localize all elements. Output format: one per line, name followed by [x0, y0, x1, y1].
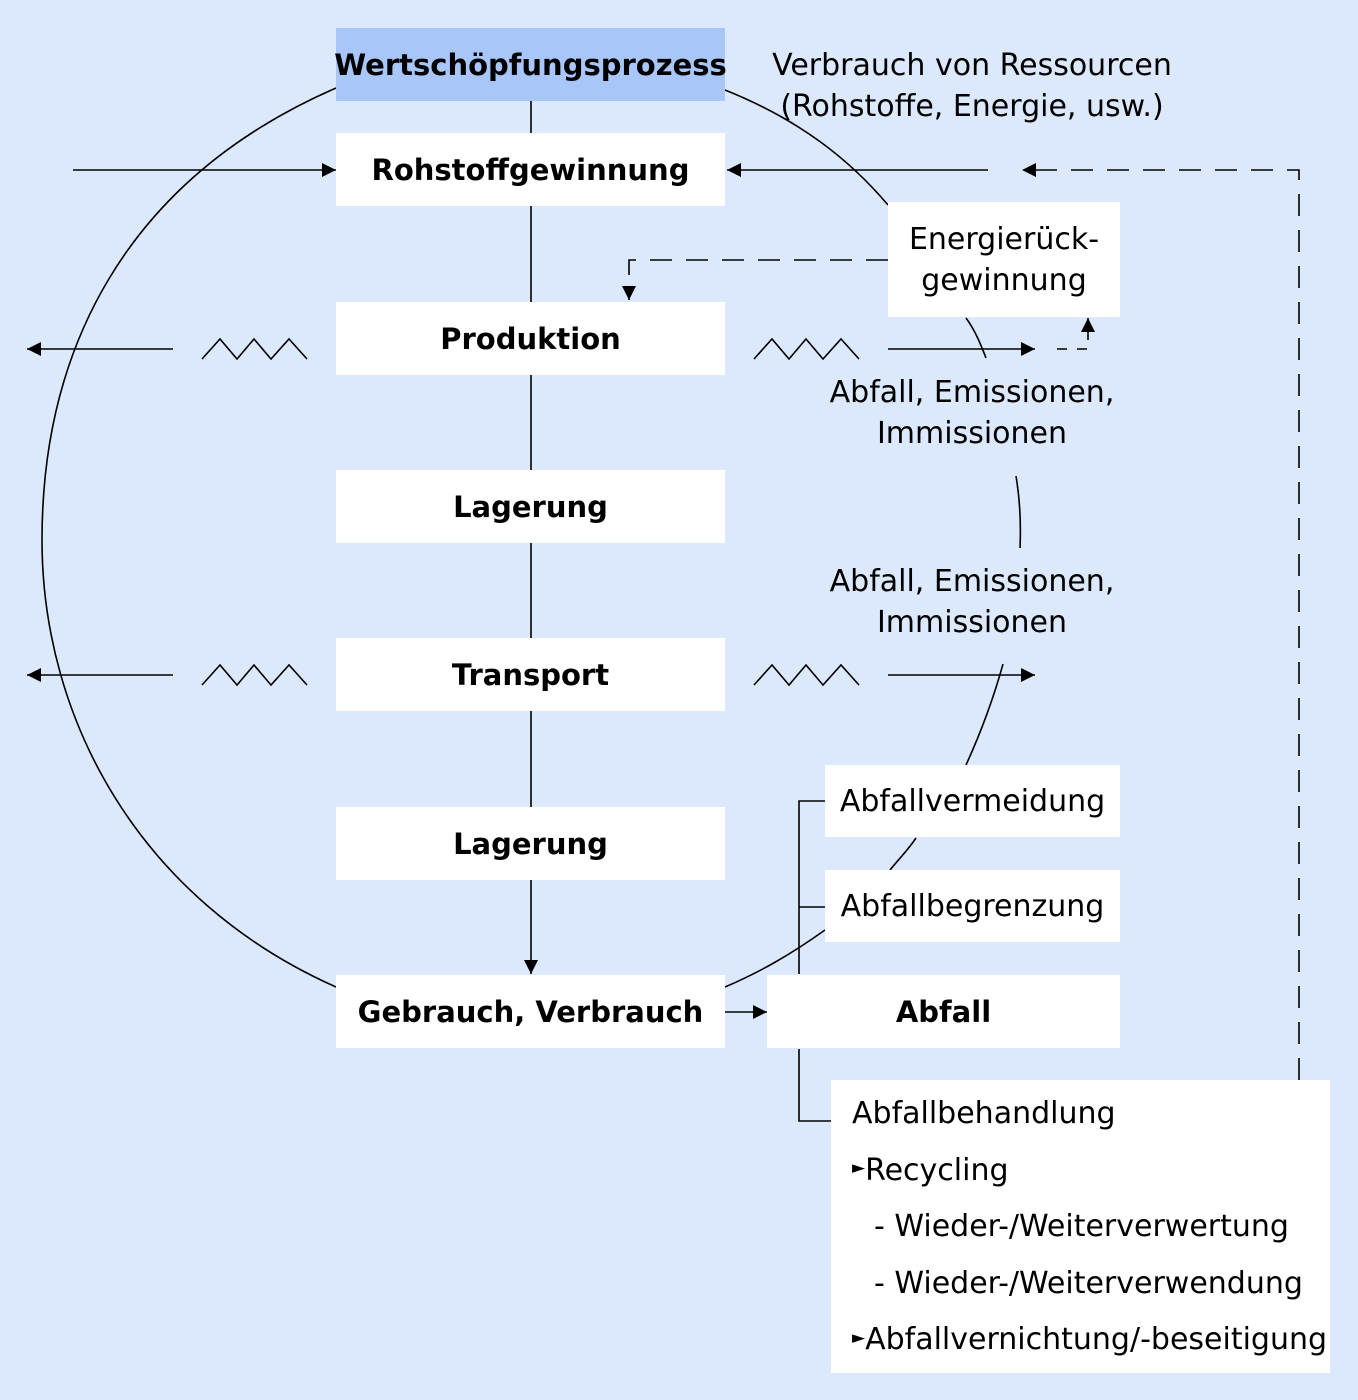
waste-treatment-recycling: ►Recycling — [852, 1149, 1330, 1206]
cycle-arc-right-3 — [965, 663, 1004, 766]
waste-avoidance-box: Abfallvermeidung — [825, 765, 1120, 837]
emissions-label-2-line1: Abfall, Emissionen, — [829, 564, 1115, 599]
stage-rohstoffgewinnung: Rohstoffgewinnung — [336, 133, 725, 206]
header-title: Wertschöpfungsprozess — [334, 28, 727, 101]
stage-gebrauch-verbrauch: Gebrauch, Verbrauch — [336, 975, 725, 1048]
emissions-label-1: Abfall, Emissionen, Immissionen — [822, 372, 1122, 454]
stage-lagerung-2: Lagerung — [336, 807, 725, 880]
emissions-label-2-line2: Immissionen — [876, 605, 1068, 640]
resources-label-line1: Verbrauch von Ressourcen — [772, 48, 1172, 83]
stage-transport: Transport — [336, 638, 725, 711]
energy-recovery-box: Energierück- gewinnung — [888, 202, 1120, 317]
zigzag-left-production — [201, 337, 308, 361]
bullet-triangle-icon: ► — [852, 1158, 866, 1178]
cycle-arc-right-5 — [724, 929, 826, 988]
waste-treatment-sub-1: - Wieder-/Weiterverwertung — [874, 1209, 1289, 1244]
cycle-arc-top-right — [724, 89, 889, 206]
waste-treatment-box: Abfallbehandlung ►Recycling - Wieder-/We… — [831, 1080, 1330, 1373]
zigzag-left-transport — [201, 663, 308, 687]
waste-bracket — [798, 800, 831, 1122]
energy-input-dashed — [1057, 318, 1095, 350]
waste-treatment-disposal: ►Abfallvernichtung/-beseitigung — [852, 1318, 1330, 1375]
waste-limitation-box: Abfallbegrenzung — [825, 870, 1120, 942]
zigzag-right-production — [753, 337, 860, 361]
stage-lagerung-1: Lagerung — [336, 470, 725, 543]
recycling-return-dashed — [1022, 163, 1300, 1080]
resources-label: Verbrauch von Ressourcen (Rohstoffe, Ene… — [771, 45, 1173, 127]
emissions-label-2: Abfall, Emissionen, Immissionen — [822, 561, 1122, 643]
waste-treatment-sub-2: - Wieder-/Weiterverwendung — [874, 1265, 1303, 1301]
disposal-label: Abfallvernichtung/-beseitigung — [865, 1322, 1328, 1357]
energy-return-dashed — [622, 259, 888, 300]
stage-produktion: Produktion — [336, 302, 725, 375]
emissions-label-1-line1: Abfall, Emissionen, — [829, 375, 1115, 410]
waste-box: Abfall — [767, 975, 1120, 1048]
energy-recovery-line1: Energierück- — [908, 221, 1100, 257]
zigzag-right-transport — [753, 663, 860, 687]
cycle-arc-right-2 — [1015, 475, 1022, 549]
cycle-arc-right-4 — [889, 837, 917, 871]
bullet-triangle-icon: ► — [852, 1327, 866, 1348]
recycling-label: Recycling — [865, 1152, 1009, 1188]
cycle-arc-left — [41, 87, 337, 988]
emissions-label-1-line2: Immissionen — [876, 416, 1068, 451]
waste-treatment-title: Abfallbehandlung — [852, 1096, 1116, 1131]
cycle-arc-right-1 — [965, 317, 987, 359]
energy-recovery-line2: gewinnung — [921, 262, 1087, 298]
resources-label-line2: (Rohstoffe, Energie, usw.) — [780, 89, 1164, 124]
